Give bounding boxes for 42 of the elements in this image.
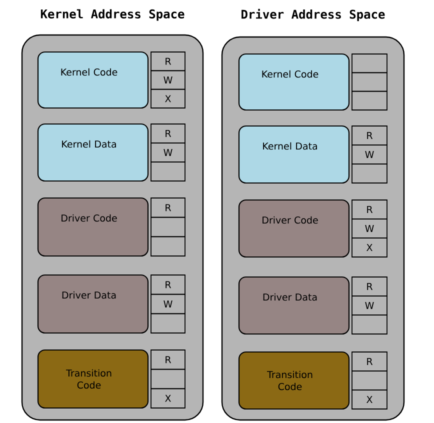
memory-region-box: Transition Code bbox=[37, 349, 149, 409]
memory-region-box: Kernel Code bbox=[238, 53, 350, 111]
permission-cell: W bbox=[150, 70, 186, 90]
memory-region-box: Kernel Data bbox=[238, 125, 350, 184]
permission-cell: R bbox=[150, 52, 186, 72]
permission-cell: R bbox=[150, 350, 186, 370]
memory-region-box: Transition Code bbox=[238, 351, 350, 410]
empty-permission-cell bbox=[352, 314, 388, 334]
memory-region-box: Driver Code bbox=[37, 197, 149, 257]
empty-permission-cell bbox=[150, 162, 186, 182]
permission-cell: R bbox=[150, 198, 186, 218]
memory-region-box: Driver Code bbox=[238, 199, 350, 258]
permission-cell: R bbox=[150, 274, 186, 295]
empty-permission-cell bbox=[150, 216, 186, 238]
permission-cell: X bbox=[352, 238, 388, 258]
permission-cell: W bbox=[352, 144, 388, 164]
empty-permission-cell bbox=[352, 370, 388, 390]
permission-cell: R bbox=[352, 200, 388, 220]
memory-region-box: Kernel Data bbox=[37, 123, 149, 182]
memory-region-box: Kernel Code bbox=[37, 51, 149, 109]
empty-permission-cell bbox=[352, 72, 388, 92]
empty-permission-cell bbox=[352, 54, 388, 74]
node-label: Driver Address Space bbox=[242, 8, 385, 22]
memory-region-box: Driver Data bbox=[238, 276, 350, 335]
empty-permission-cell bbox=[352, 90, 388, 110]
permission-cell: X bbox=[352, 390, 388, 410]
permission-cell: R bbox=[150, 124, 186, 144]
permission-cell: W bbox=[352, 218, 388, 238]
permission-cell: W bbox=[150, 142, 186, 162]
permission-cell: W bbox=[352, 296, 388, 316]
permission-cell: R bbox=[352, 276, 388, 296]
empty-permission-cell bbox=[150, 236, 186, 256]
empty-permission-cell bbox=[150, 313, 186, 334]
empty-permission-cell bbox=[352, 164, 388, 184]
permission-cell: R bbox=[352, 126, 388, 146]
permission-cell: R bbox=[352, 352, 388, 372]
empty-permission-cell bbox=[150, 368, 186, 390]
memory-region-box: Driver Data bbox=[37, 274, 149, 334]
permission-cell: W bbox=[150, 294, 186, 314]
permission-cell: X bbox=[150, 388, 186, 408]
node-label: Kernel Address Space bbox=[40, 9, 184, 21]
permission-cell: X bbox=[150, 88, 186, 108]
